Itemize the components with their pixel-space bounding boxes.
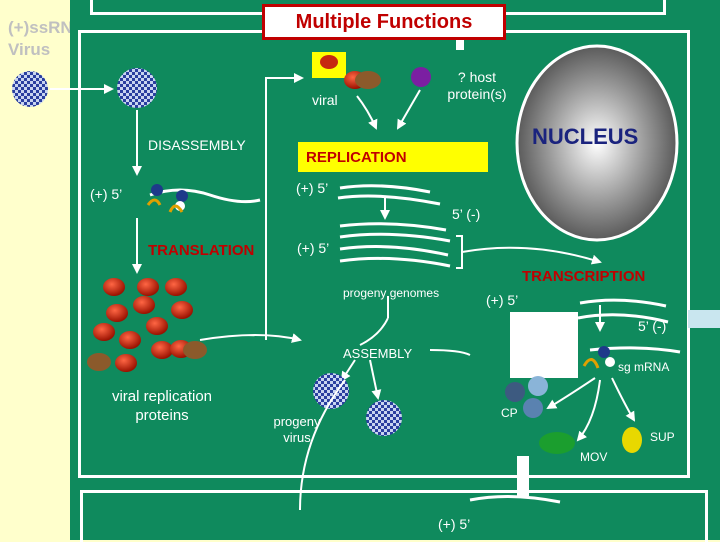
right-edge	[705, 0, 720, 540]
progeny-virus-label: progeny virus	[273, 414, 321, 445]
disassembly-label: DISASSEMBLY	[148, 137, 246, 153]
ribosome-small-1	[151, 184, 163, 196]
title-connector	[456, 40, 464, 50]
nucleus-label: NUCLEUS	[532, 124, 639, 149]
protein-to-replication-line	[265, 73, 304, 340]
transcription-label: TRANSCRIPTION	[522, 268, 646, 285]
plasmodesma-bottom	[517, 456, 529, 496]
minus-label-replication: 5’ (-)	[452, 206, 481, 222]
viral-protein-brown	[355, 71, 381, 89]
progeny-genomes-label: progeny genomes	[343, 286, 440, 300]
transcription-strands	[577, 298, 669, 324]
viral-replication-proteins-label: viral replication proteins	[111, 388, 213, 424]
host-label: ? host protein(s)	[447, 69, 507, 102]
mov-label: MOV	[580, 450, 608, 464]
nascent-peptide-2	[168, 204, 184, 213]
viral-protein-icon	[320, 55, 338, 69]
title: Multiple Functions	[295, 10, 473, 33]
host-to-replication	[396, 89, 421, 130]
ribosome-sg-1	[598, 346, 610, 358]
progeny-virus-1	[313, 373, 349, 409]
translation-label: TRANSLATION	[148, 242, 255, 259]
viral-label: viral	[312, 92, 338, 108]
plus-label-template: (+) 5’	[296, 180, 329, 196]
ribosome-small-3	[175, 201, 185, 211]
incoming-virus-particle	[12, 71, 48, 107]
movement-protein	[539, 432, 575, 454]
progeny-virus-2	[366, 400, 402, 436]
sg-peptide	[582, 358, 600, 369]
assembly-return	[429, 349, 471, 356]
plus-label-moving: (+) 5’	[438, 516, 471, 532]
ribosome-sg-2	[605, 357, 615, 367]
assembly-label: ASSEMBLY	[343, 346, 413, 361]
genome-rna	[149, 188, 261, 204]
coat-proteins	[505, 376, 548, 418]
viral-to-replication	[356, 95, 378, 130]
neighbor-cell	[80, 490, 708, 542]
replication-box: REPLICATION	[298, 142, 488, 172]
to-transcription-arrow	[461, 246, 602, 265]
ribosome-small-2	[176, 190, 188, 202]
replication-strands	[337, 184, 451, 268]
nucleus	[515, 44, 679, 242]
side-label: (+)ssRNA Virus	[8, 18, 85, 59]
to-sup-arrow	[611, 377, 636, 422]
minus-label-transcription: 5’ (-)	[638, 318, 667, 334]
to-mov-arrow	[576, 379, 601, 442]
genomes-to-assembly	[359, 317, 389, 346]
suppressor-protein	[622, 427, 642, 453]
replication-proteins-brown	[87, 341, 207, 371]
host-protein	[411, 67, 431, 87]
title-box: Multiple Functions	[262, 4, 506, 40]
sg-mrna-label: sg mRNA	[618, 360, 670, 374]
protein-to-assembly	[199, 333, 302, 343]
virus-particle	[117, 68, 157, 108]
transcription-box	[510, 312, 578, 378]
to-cp-arrow	[546, 377, 596, 410]
export-curve	[299, 379, 346, 511]
assembly-to-virus-2	[369, 359, 382, 400]
replication-proteins	[93, 278, 193, 372]
cp-label: CP	[501, 406, 518, 420]
plus-label-genome: (+) 5’	[90, 186, 123, 202]
nascent-peptide-1	[146, 198, 162, 206]
replication-label: REPLICATION	[306, 148, 407, 166]
plus-label-progeny: (+) 5’	[297, 240, 330, 256]
moving-rna	[469, 494, 561, 504]
assembly-to-virus-1	[340, 359, 356, 382]
sup-label: SUP	[650, 430, 675, 444]
plus-label-transcription: (+) 5’	[486, 292, 519, 308]
bracket	[456, 235, 463, 269]
plasmodesma-right	[688, 310, 720, 328]
